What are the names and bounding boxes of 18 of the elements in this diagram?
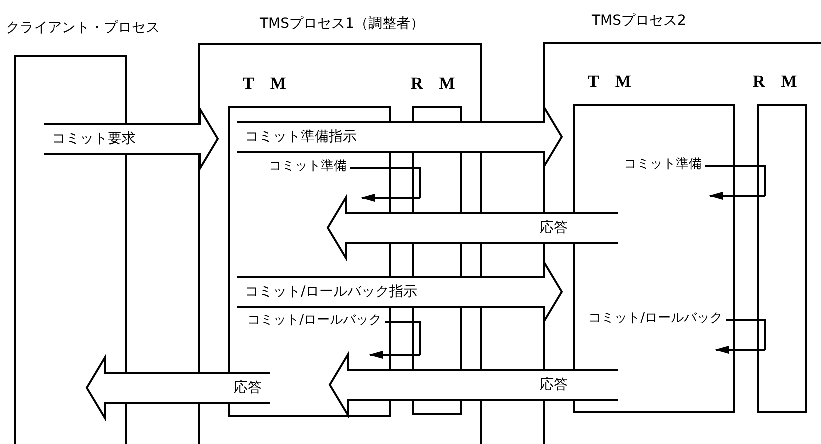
block-arrow [326, 194, 619, 262]
connector-line [385, 321, 421, 355]
manager-label: TM [588, 72, 648, 92]
connector-line [726, 319, 766, 350]
arrow [369, 351, 420, 359]
connector-line [705, 165, 766, 196]
arrow [709, 192, 765, 200]
connector-line [350, 167, 421, 198]
block-arrow [328, 351, 619, 419]
process-title: TMSプロセス2 [592, 12, 686, 30]
block-arrow [86, 354, 271, 422]
manager-label: RM [753, 72, 814, 92]
arrow [715, 346, 765, 354]
arrow [361, 194, 420, 202]
process-title: TMSプロセス1（調整者） [260, 15, 424, 33]
manager-label: RM [411, 74, 472, 94]
manager-label: TM [243, 74, 302, 94]
process-title: クライアント・プロセス [6, 19, 160, 37]
